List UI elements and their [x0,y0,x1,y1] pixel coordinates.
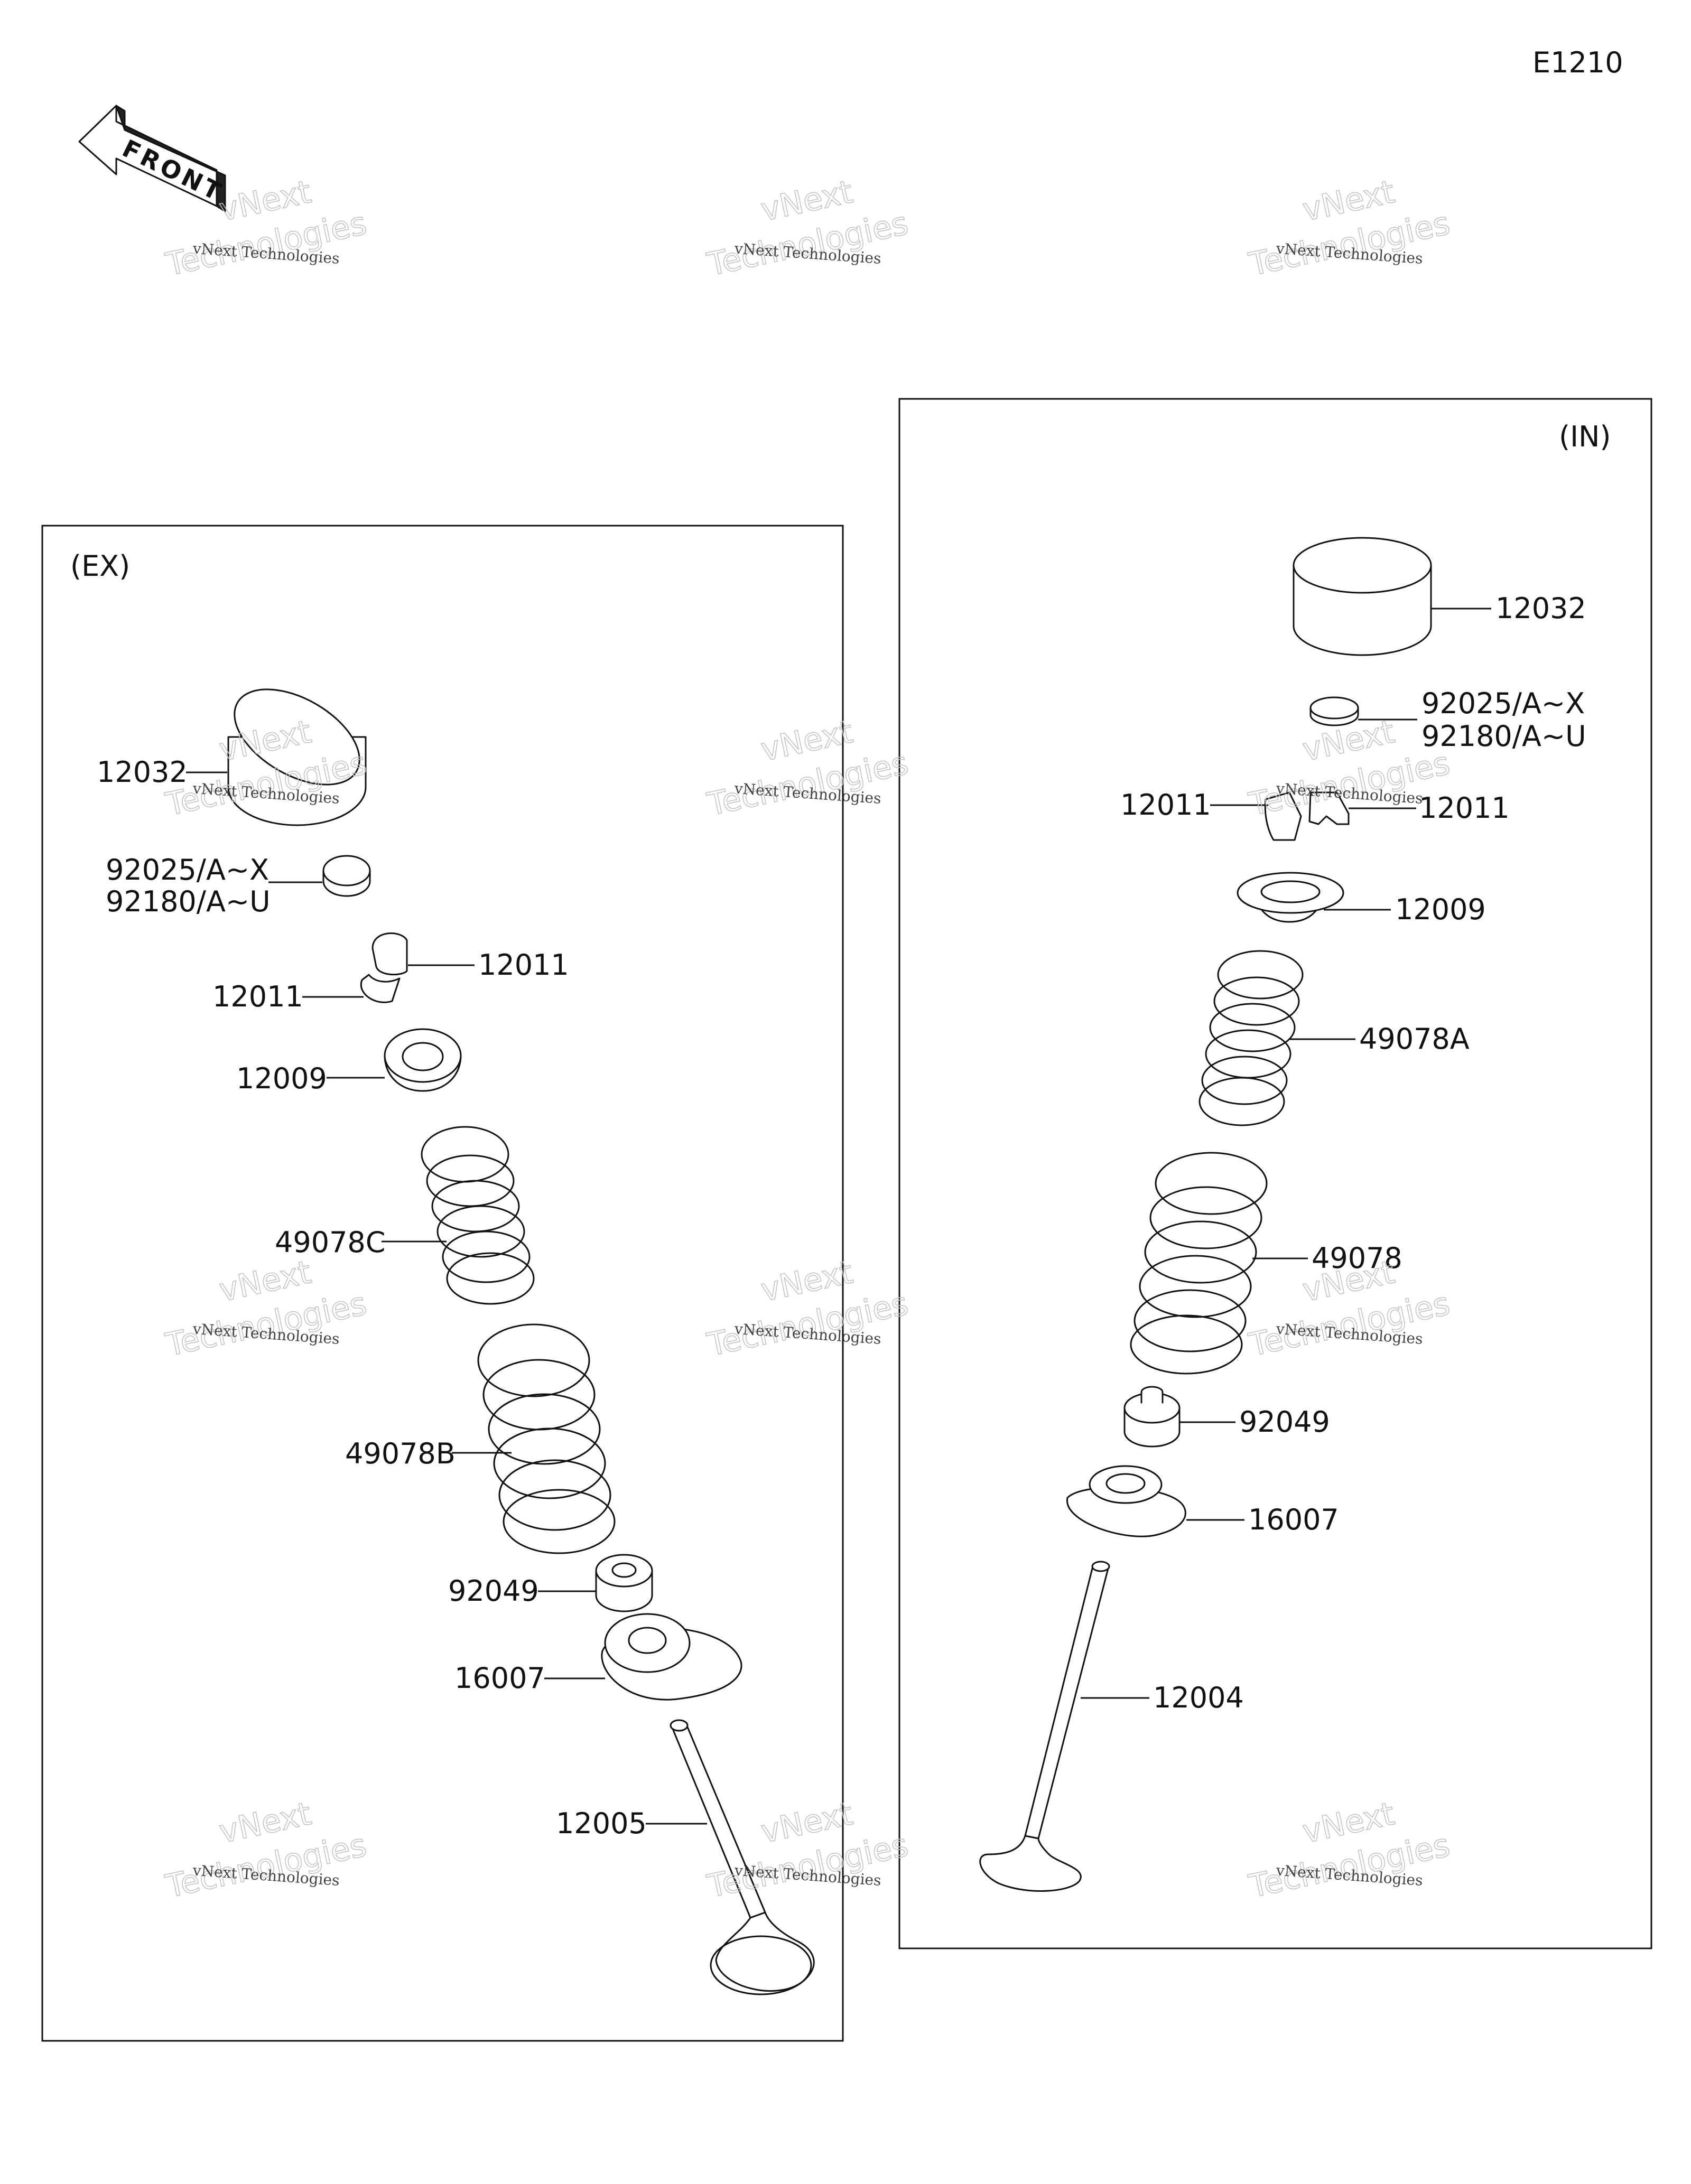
in-label-tappet: 12032 [1495,592,1586,625]
ex-retainer [384,1028,462,1092]
in-shim [1309,696,1359,726]
in-spring-seat [1066,1465,1186,1537]
ex-shim [322,855,371,897]
diagram-code: E1210 [1532,46,1623,79]
ex-keepers [360,932,408,1003]
ex-tappet [227,688,367,826]
in-retainer [1237,872,1344,923]
ex-label-inner-spring: 49078C [275,1226,386,1259]
ex-label-retainer: 12009 [236,1062,327,1095]
ex-label-keeper-right: 12011 [478,948,569,982]
ex-label-shim-1: 92025/A~X [106,853,269,886]
in-label-stem-seal: 92049 [1239,1405,1330,1439]
in-label-retainer: 12009 [1395,893,1486,926]
in-outer-spring [1130,1152,1268,1375]
ex-stem-seal [595,1554,653,1612]
in-label-spring-seat: 16007 [1248,1503,1339,1536]
ex-label-outer-spring: 49078B [345,1437,456,1470]
ex-label-keeper-left: 12011 [212,980,303,1013]
in-label-keeper-right: 12011 [1419,791,1510,825]
ex-outer-spring [477,1323,616,1554]
ex-label-stem-seal: 92049 [448,1574,539,1608]
in-panel: (IN) [898,398,1652,1949]
front-arrow-icon: FRONT [78,105,228,212]
in-stem-seal [1123,1386,1181,1448]
ex-inner-spring [421,1126,535,1305]
in-label-outer-spring: 49078 [1312,1242,1402,1275]
in-inner-spring [1198,950,1304,1126]
ex-label-shim-2: 92180/A~U [106,885,271,918]
ex-label-valve: 12005 [556,1807,647,1840]
ex-valve [670,1719,815,1995]
in-label-keeper-left: 12011 [1120,788,1211,822]
in-label-valve: 12004 [1153,1681,1244,1714]
in-label-shim-2: 92180/A~U [1421,720,1586,753]
in-panel-title: (IN) [1559,420,1611,453]
ex-panel-title: (EX) [70,549,130,583]
in-tappet [1293,537,1432,656]
ex-label-spring-seat: 16007 [454,1662,545,1695]
ex-spring-seat [601,1613,742,1701]
in-label-shim-1: 92025/A~X [1421,687,1585,720]
in-valve [979,1561,1110,1892]
in-label-inner-spring: 49078A [1359,1022,1470,1056]
ex-panel: (EX) [41,525,844,2042]
ex-label-tappet: 12032 [97,755,188,789]
in-keepers [1264,791,1350,841]
